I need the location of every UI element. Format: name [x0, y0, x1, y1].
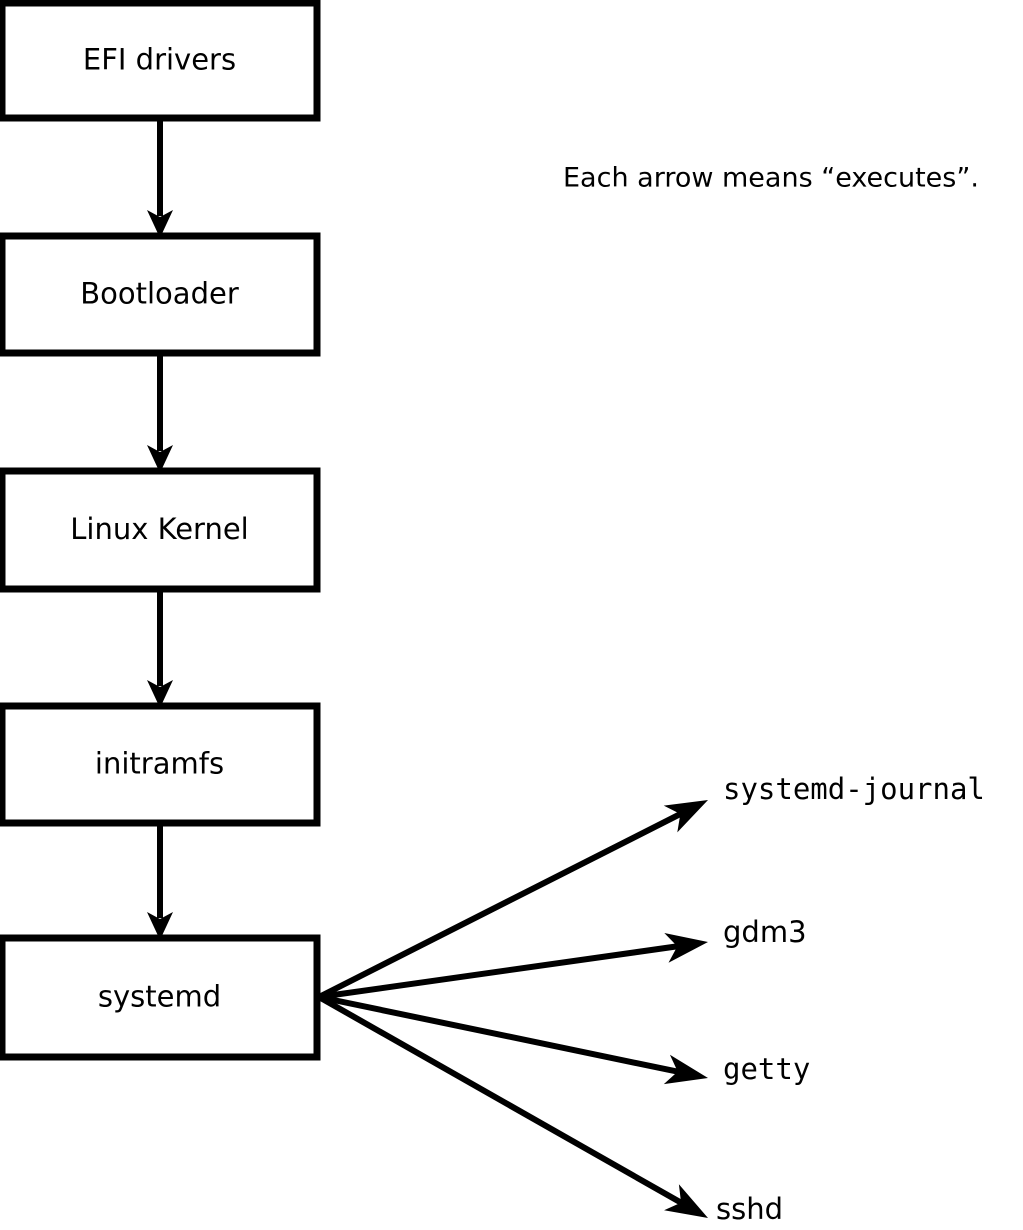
flow-arrowhead [147, 210, 173, 238]
flow-arrow-efi-drivers-to-bootloader [147, 118, 173, 238]
fan-arrow-to-sshd [317, 994, 708, 1218]
service-label-getty: getty [723, 1052, 810, 1086]
flow-arrow-bootloader-to-linux-kernel [147, 353, 173, 473]
stage-box-label: initramfs [95, 747, 224, 781]
stage-box-label: Bootloader [80, 277, 239, 311]
stage-box-efi-drivers[interactable]: EFI drivers [0, 0, 321, 122]
fan-arrow-shaft [317, 809, 686, 1000]
stage-box-systemd[interactable]: systemd [0, 934, 321, 1061]
fan-arrow-to-gdm3 [318, 933, 708, 1000]
service-label-sshd: sshd [716, 1192, 783, 1226]
flow-arrow-linux-kernel-to-initramfs [147, 589, 173, 708]
legend-caption: Each arrow means “executes”. [563, 163, 979, 194]
service-labels-group: systemd-journal gdm3 getty sshd [716, 772, 985, 1226]
fan-arrow-to-systemd-journal [317, 800, 708, 1000]
stage-box-initramfs[interactable]: initramfs [0, 702, 321, 827]
fan-arrow-shaft [318, 994, 683, 1076]
chain-arrows-group [147, 118, 173, 940]
fan-arrow-shaft [317, 994, 687, 1208]
fan-arrowhead [663, 800, 708, 833]
stage-box-bootloader[interactable]: Bootloader [0, 232, 321, 357]
flow-arrowhead [147, 912, 173, 940]
stage-box-outline [0, 0, 321, 122]
service-label-systemd-journal: systemd-journal [723, 772, 985, 806]
fan-arrowhead [664, 933, 708, 963]
stage-box-label: Linux Kernel [70, 512, 248, 546]
fan-arrow-to-getty [318, 994, 708, 1085]
flow-arrow-initramfs-to-systemd [147, 823, 173, 940]
stage-box-label: systemd [98, 980, 221, 1014]
stage-box-outline [0, 702, 321, 827]
stage-box-outline [0, 232, 321, 357]
service-label-gdm3: gdm3 [723, 915, 807, 949]
fan-arrows-group [317, 800, 708, 1218]
flow-arrowhead [147, 445, 173, 473]
stage-box-linux-kernel[interactable]: Linux Kernel [0, 467, 321, 593]
stage-box-outline [0, 934, 321, 1061]
stage-box-label: EFI drivers [83, 43, 236, 77]
fan-arrowhead [664, 1184, 708, 1218]
flow-arrowhead [147, 680, 173, 708]
fan-arrowhead [663, 1054, 708, 1085]
fan-arrow-shaft [318, 942, 682, 1000]
stage-box-outline [0, 467, 321, 593]
